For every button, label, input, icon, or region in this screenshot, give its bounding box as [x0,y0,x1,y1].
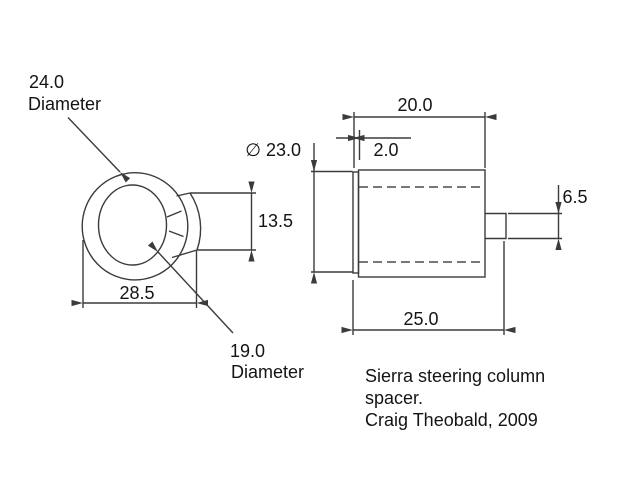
flange-thickness-label: 2.0 [373,140,398,160]
body-rectangle [357,169,486,278]
overall-length-label: 25.0 [403,309,438,329]
overall-length-dimension: 25.0 [341,241,516,335]
outer-diameter-callout: 24.0 Diameter [28,72,131,183]
overall-width-label: 28.5 [119,283,154,303]
lug-height-dimension: 13.5 [190,181,293,262]
inner-diameter-value-label: 19.0 [230,341,265,361]
front-lug-outline [166,192,202,259]
outer-diameter-value-label: 24.0 [29,72,64,92]
lug-width-label: 6.5 [563,187,588,207]
inner-diameter-word-label: Diameter [231,362,304,382]
lug-height-label: 13.5 [258,211,293,231]
flange-thickness-dimension: 2.0 [336,130,411,160]
caption-line-3: Craig Theobald, 2009 [365,410,538,430]
caption-line-1: Sierra steering column [365,366,545,386]
caption: Sierra steering column spacer. Craig The… [365,366,545,430]
side-diameter-label: ∅ 23.0 [245,140,301,160]
outer-diameter-leader-line [67,117,131,183]
lug-width-dimension: 6.5 [508,185,588,250]
flange-strip [352,171,360,274]
inner-diameter-callout: 19.0 Diameter [147,241,304,382]
overall-width-dimension: 28.5 [71,240,208,308]
outer-circle [81,172,189,281]
side-view: 20.0 2.0 ∅ 23.0 25.0 [245,95,588,335]
outer-diameter-word-label: Diameter [28,94,101,114]
front-view: 24.0 Diameter 19.0 Diameter 13.5 28.5 [28,72,304,382]
body-length-dimension: 20.0 [342,95,497,168]
side-diameter-dimension: ∅ 23.0 [245,140,353,284]
side-lug [485,212,507,240]
inner-diameter-leader-line [147,241,234,334]
inner-circle [97,184,168,266]
caption-line-2: spacer. [365,388,423,408]
body-length-label: 20.0 [397,95,432,115]
